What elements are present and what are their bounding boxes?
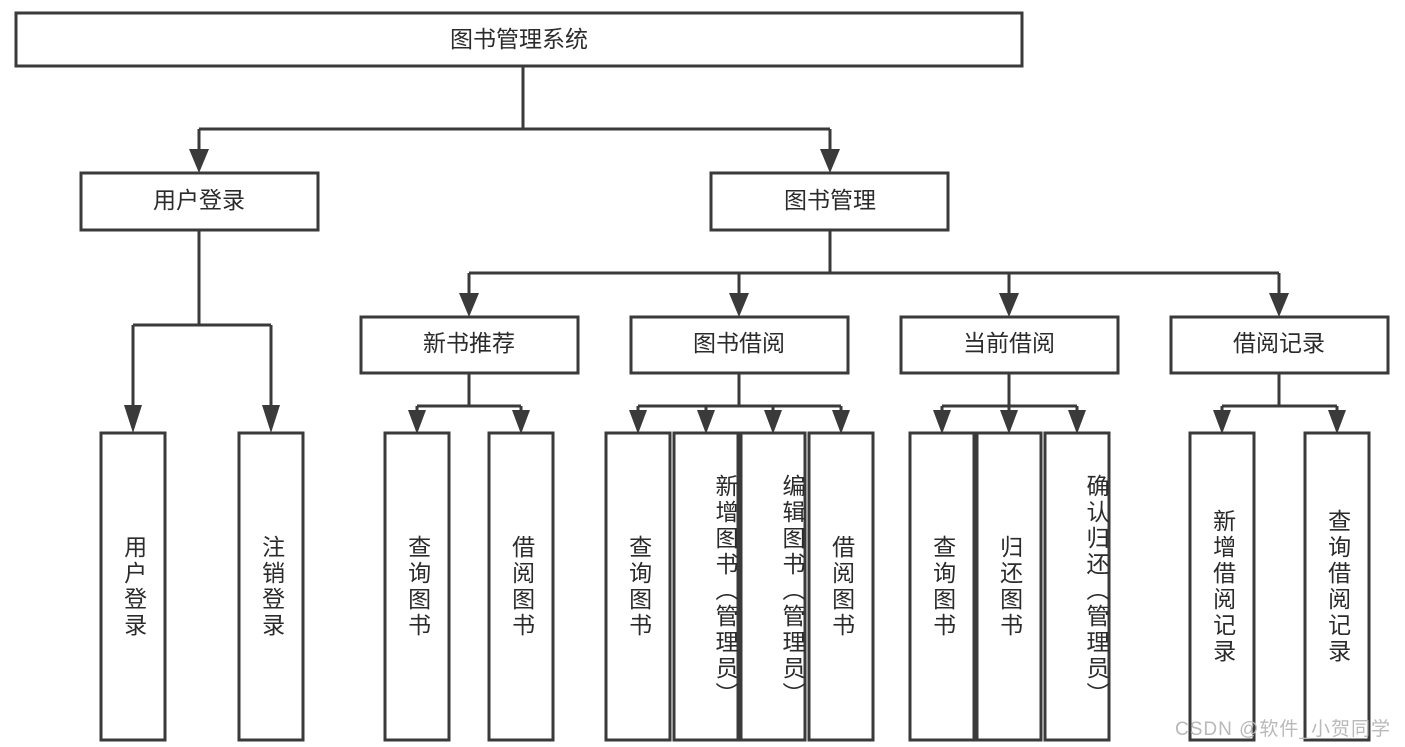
node-current-borrow-label: 当前借阅 [963,330,1055,356]
connector-root-to-level2 [189,66,840,173]
leaf-return-book-box[interactable] [975,431,1043,742]
connector-borrow-record-to-leaves [1213,373,1346,434]
connector-book-borrow-to-leaves [629,373,850,434]
node-new-book-recommend-label: 新书推荐 [423,330,515,356]
leaf-query-record-box[interactable] [1303,431,1371,742]
leaf-logout-login-box[interactable] [237,431,305,742]
csdn-watermark: CSDN @软件_小贺同学 [1175,719,1391,740]
leaf-user-login-box[interactable] [99,431,167,742]
node-root-box[interactable] [14,11,1024,68]
node-root-label: 图书管理系统 [450,26,588,52]
leaf-add-book-box[interactable] [672,431,740,742]
leaf-edit-book-box[interactable] [739,431,807,742]
connector-current-borrow-to-leaves [933,373,1086,434]
leaf-query-book-2-box[interactable] [604,431,672,742]
leaf-borrow-book-1-box[interactable] [487,431,555,742]
node-current-borrow-box[interactable] [899,315,1120,375]
node-book-manage-box[interactable] [709,171,950,232]
leaf-query-book-3-box[interactable] [908,431,976,742]
leaf-add-record-box[interactable] [1188,431,1256,742]
node-new-book-recommend-box[interactable] [359,315,580,375]
leaf-borrow-book-2-box[interactable] [807,431,875,742]
connector-new-book-recommend-to-leaves [408,373,530,434]
node-book-manage-label: 图书管理 [784,187,876,213]
node-user-login-box[interactable] [79,171,320,232]
node-book-borrow-label: 图书借阅 [693,330,785,356]
node-borrow-record-box[interactable] [1169,315,1390,375]
connector-book-manage-to-level3 [459,230,1289,317]
node-borrow-record-label: 借阅记录 [1233,330,1325,356]
leaf-confirm-return-box[interactable] [1043,431,1111,742]
node-book-borrow-box[interactable] [629,315,850,375]
leaf-query-book-1-box[interactable] [383,431,451,742]
connector-user-login-to-leaves [124,230,280,433]
node-user-login-label: 用户登录 [153,187,245,213]
